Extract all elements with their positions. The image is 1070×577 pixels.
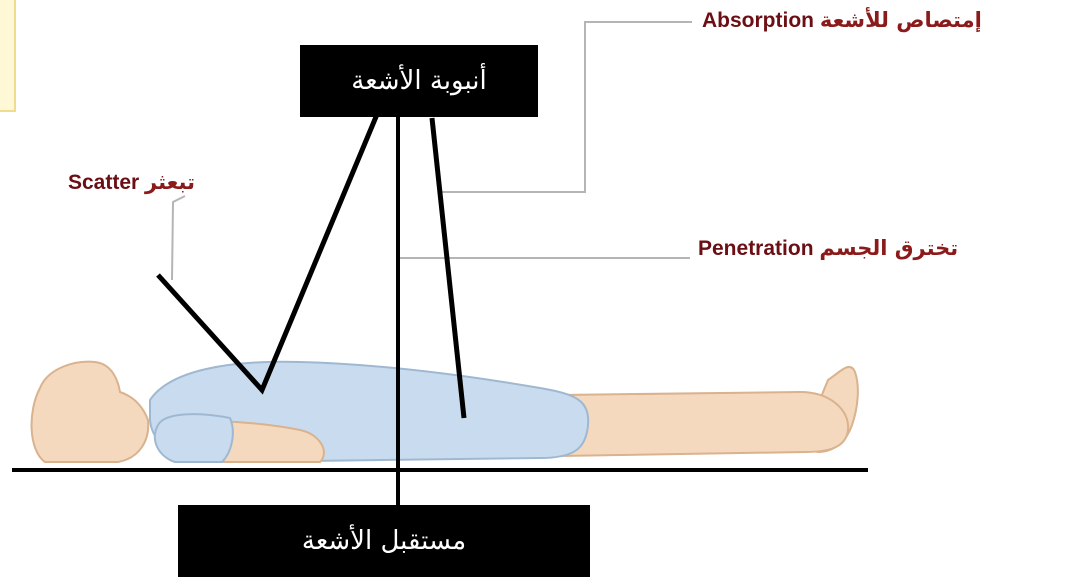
absorption-callout: Absorption إمتصاص للأشعة: [702, 8, 982, 33]
scatter-label-en: Scatter: [68, 171, 139, 194]
xray-tube-label: أنبوبة الأشعة: [351, 66, 487, 96]
absorption-label-en: Absorption: [702, 9, 814, 32]
patient-head: [32, 362, 149, 462]
scatter-label-ar: تبعثر: [145, 170, 195, 194]
penetration-callout: Penetration تخترق الجسم: [698, 236, 958, 261]
xray-tube-box: أنبوبة الأشعة: [300, 45, 538, 117]
patient-legs: [560, 392, 848, 456]
penetration-label-en: Penetration: [698, 237, 814, 260]
scatter-beam-line: [158, 112, 378, 390]
absorption-label-ar: إمتصاص للأشعة: [820, 8, 982, 32]
scatter-callout: Scatter تبعثر: [68, 170, 195, 195]
scatter-leader-line: [172, 196, 185, 280]
xray-receiver-label: مستقبل الأشعة: [302, 526, 466, 556]
penetration-label-ar: تخترق الجسم: [819, 236, 958, 260]
xray-receiver-box: مستقبل الأشعة: [178, 505, 590, 577]
patient-sleeve: [155, 414, 233, 462]
patient-figure: [32, 362, 858, 462]
